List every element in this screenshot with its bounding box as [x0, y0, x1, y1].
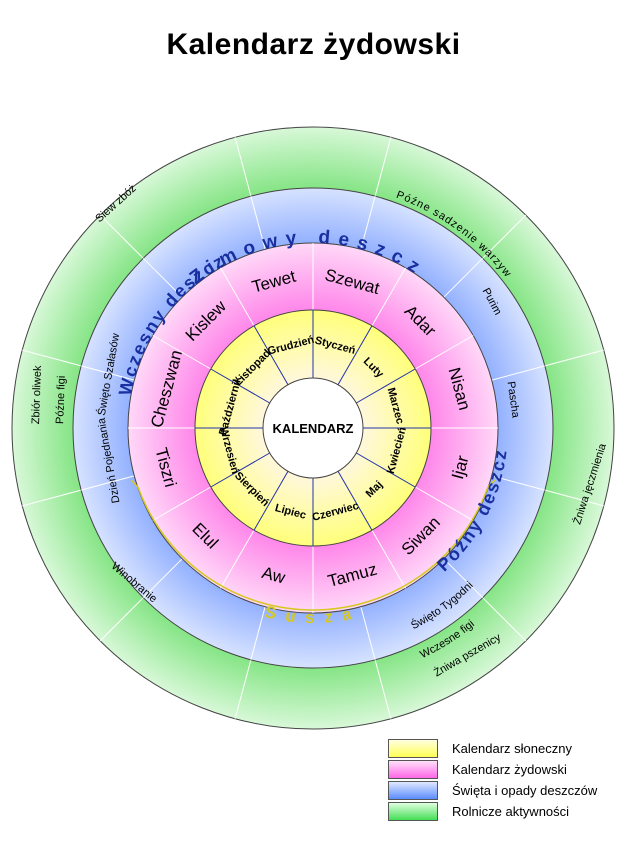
agri-olive-harvest: Zbiór oliwek: [30, 365, 44, 425]
divider-line: [482, 214, 527, 259]
legend-item-solar: Kalendarz słoneczny: [388, 738, 623, 759]
divider-line: [544, 349, 604, 367]
divider-line: [356, 368, 416, 404]
divider-line: [234, 659, 252, 719]
jewish-dividers: [128, 243, 498, 613]
legend-item-jewish: Kalendarz żydowski: [388, 759, 623, 780]
legend-label: Kalendarz żydowski: [452, 762, 567, 777]
drought-bracket: [137, 486, 489, 611]
divider-line: [371, 529, 406, 589]
divider-line: [210, 452, 270, 488]
legend-item-agri: Rolnicze aktywności: [388, 801, 623, 822]
divider-line: [253, 325, 289, 385]
drought-bracket-end-right: [487, 479, 496, 488]
legend-label: Kalendarz słoneczny: [452, 741, 572, 756]
center-label: KALENDARZ: [273, 421, 354, 436]
divider-line: [443, 558, 484, 599]
divider-line: [371, 267, 406, 327]
divider-line: [374, 659, 392, 719]
divider-line: [22, 489, 82, 507]
divider-line: [337, 471, 373, 531]
legend-swatch-agri: [388, 802, 438, 821]
divider-line: [253, 471, 289, 531]
divider-line: [482, 597, 527, 642]
legend-swatch-feasts: [388, 781, 438, 800]
divider-line: [81, 475, 135, 491]
legend-swatch-solar: [388, 739, 438, 758]
drought-bracket-end-left: [130, 479, 139, 488]
agri-dividers: [22, 137, 604, 719]
divider-line: [443, 257, 484, 298]
legend: Kalendarz słoneczny Kalendarz żydowski Ś…: [388, 738, 623, 822]
divider-line: [414, 335, 474, 370]
divider-line: [356, 452, 416, 488]
solar-dividers: [195, 310, 431, 546]
center-circle: [262, 377, 364, 479]
divider-line: [142, 257, 183, 298]
divider-line: [99, 597, 144, 642]
divider-line: [99, 214, 144, 259]
divider-line: [544, 489, 604, 507]
legend-label: Święta i opady deszczów: [452, 783, 598, 798]
divider-line: [210, 368, 270, 404]
legend-swatch-jewish: [388, 760, 438, 779]
divider-line: [337, 325, 373, 385]
divider-line: [250, 606, 266, 660]
divider-line: [414, 486, 474, 521]
divider-line: [81, 365, 135, 381]
divider-line: [22, 349, 82, 367]
divider-line: [491, 365, 545, 381]
legend-label: Rolnicze aktywności: [452, 804, 570, 819]
divider-line: [152, 486, 212, 521]
legend-item-feasts: Święta i opady deszczów: [388, 780, 623, 801]
divider-line: [142, 558, 183, 599]
feast-pascha: Pascha: [504, 381, 521, 420]
page-title: Kalendarz żydowski: [166, 28, 461, 61]
divider-line: [250, 196, 266, 250]
divider-line: [360, 606, 376, 660]
divider-line: [234, 137, 252, 197]
feast-dividers: [81, 196, 545, 660]
divider-line: [374, 137, 392, 197]
divider-line: [491, 475, 545, 491]
divider-line: [220, 267, 255, 327]
divider-line: [220, 529, 255, 589]
divider-line: [152, 335, 212, 370]
agri-late-figs: Późne figi: [54, 376, 68, 425]
divider-line: [360, 196, 376, 250]
